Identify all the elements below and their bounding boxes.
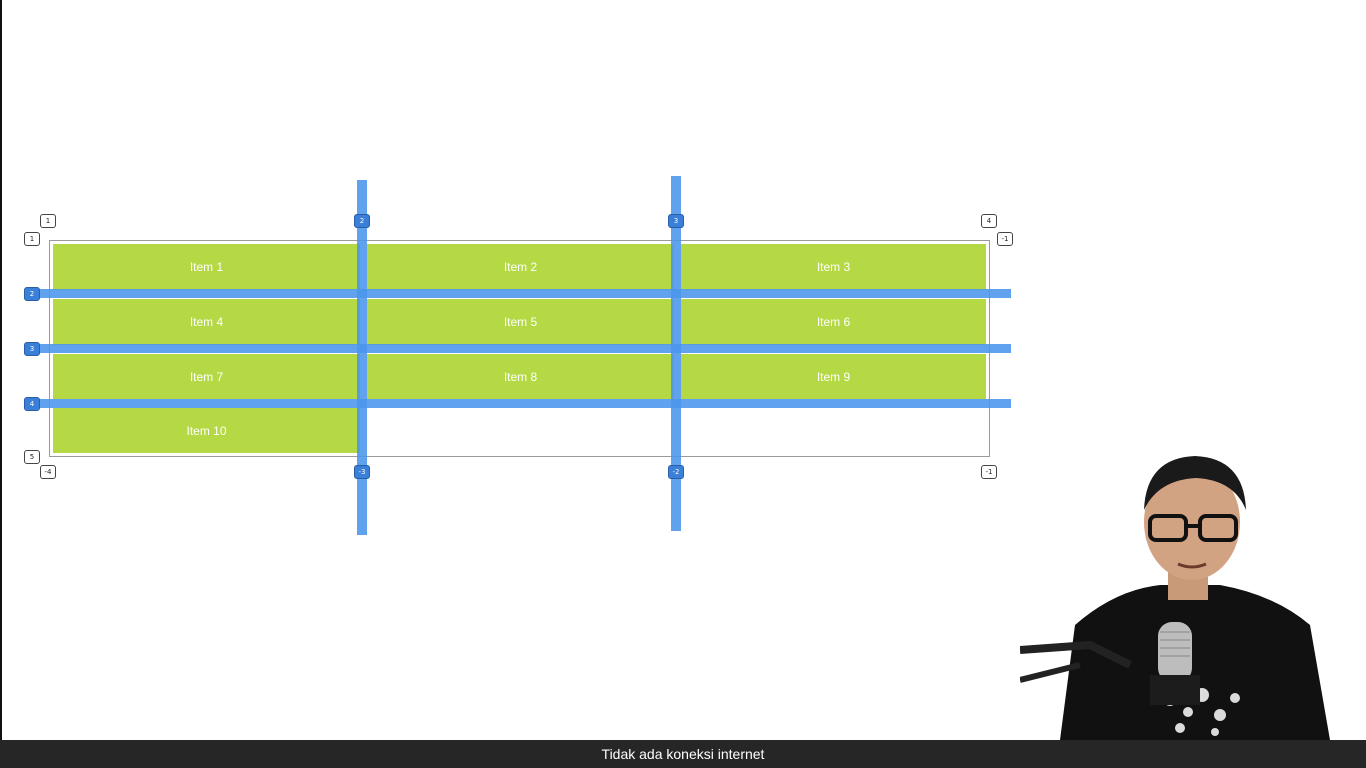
grid-item: Item 6 [681,299,986,345]
column-line-overlay [357,180,367,535]
grid-item: Item 2 [367,244,674,290]
row-line-number: 1 [24,232,40,246]
grid-item: Item 3 [681,244,986,290]
grid-item: Item 1 [53,244,360,290]
column-line-number: 3 [668,214,684,228]
row-line-number: 2 [24,287,40,301]
grid-item: Item 8 [367,354,674,399]
grid-item: Item 5 [367,299,674,345]
row-line-overlay [26,289,1011,298]
presenter-webcam [1020,450,1360,740]
row-line-number: 3 [24,342,40,356]
status-text: Tidak ada koneksi internet [601,746,765,762]
grid-container: Item 1 Item 2 Item 3 Item 4 Item 5 Item … [49,240,990,457]
row-line-number: 4 [24,397,40,411]
row-line-number: 5 [24,450,40,464]
grid-item: Item 4 [53,299,360,345]
column-line-negative-number: -1 [997,232,1013,246]
column-line-negative-number: -2 [668,465,684,479]
row-line-overlay [26,399,1011,408]
column-line-number: 1 [40,214,56,228]
grid-item: Item 10 [53,408,360,453]
grid-item: Item 9 [681,354,986,399]
column-line-overlay [671,176,681,531]
column-line-negative-number: -4 [40,465,56,479]
column-line-negative-number: -3 [354,465,370,479]
row-line-overlay [26,344,1011,353]
video-frame: Item 1 Item 2 Item 3 Item 4 Item 5 Item … [0,0,1360,740]
grid-item: Item 7 [53,354,360,399]
column-line-negative-number: -1 [981,465,997,479]
column-line-number: 4 [981,214,997,228]
network-status-bar: Tidak ada koneksi internet [0,740,1366,768]
column-line-number: 2 [354,214,370,228]
